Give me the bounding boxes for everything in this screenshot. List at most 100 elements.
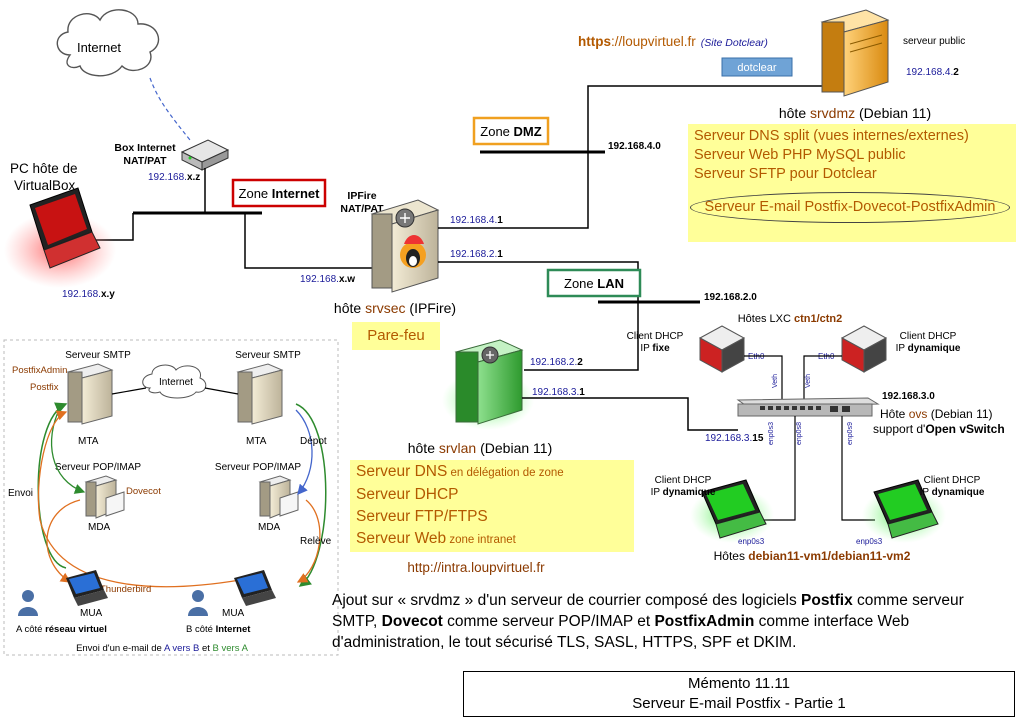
zone-internet-box [231,178,327,208]
description-paragraph: Ajout sur « srvdmz » d'un serveur de cou… [332,592,964,651]
dmz-service-3: Serveur SFTP pour Dotclear [694,166,877,182]
mail-mta-right: MTA [246,436,267,447]
laptop-red-icon [29,187,101,269]
lxc-right-l2: IP dynamique [896,343,961,354]
mta-left-server-icon [66,363,114,425]
mail-envoi: Envoi [8,488,33,499]
lan-ip2: 192.168.3.1 [532,387,585,398]
pc-host-line2: VirtualBox [14,178,76,193]
lan-services-box: Serveur DNS en délégation de zone Serveu… [350,460,634,552]
ovs-support: support d'Open vSwitch [873,422,1005,436]
box-internet-name: Box Internet [114,142,176,154]
dmz-ip: 192.168.4.2 [906,67,959,78]
lxc-container-left-icon [698,325,746,373]
mail-releve: Relève [300,536,332,547]
mail-depot: Dépot [300,436,327,447]
dmz-url: https://loupvirtuel.fr(Site Dotclear) [578,34,768,49]
intranet-url: http://intra.loupvirtuel.fr [407,560,545,575]
ipfire-server-icon [370,199,440,293]
mail-side-a: A côté réseau virtuel [16,624,107,635]
lxc-veth-left: Veth [772,374,779,388]
mail-pop-left: Serveur POP/IMAP [55,462,141,473]
vm2-port: enp0s3 [856,537,883,546]
mta-right-server-icon [236,363,284,425]
lan-service-2: Serveur DHCP [356,486,459,503]
vm1-port: enp0s3 [738,537,765,546]
internet-link [149,77,191,141]
mail-mua-right: MUA [222,608,245,619]
lxc-container-right-icon [840,325,888,373]
mail-mda-right: MDA [258,522,281,533]
mua-right-laptop-icon [234,570,276,606]
mda-left-server-icon [84,475,125,519]
ovs-port-3: enp0s9 [847,422,854,445]
ovs-switch-icon [736,397,880,417]
mail-smtp-right: Serveur SMTP [235,350,301,361]
lan-service-3: Serveur FTP/FTPS [356,508,488,525]
dmz-service-1: Serveur DNS split (vues internes/externe… [694,128,969,144]
lan-service-4: Serveur Web zone intranet [356,530,516,547]
ipfire-ip-dmz: 192.168.4.1 [450,215,503,226]
lan-network: 192.168.2.0 [704,292,757,303]
internet-cloud-icon [56,9,160,77]
mail-mua-left: MUA [80,608,103,619]
ovs-ip: 192.168.3.15 [705,433,764,444]
mail-flow-frame [3,339,339,656]
dmz-host: hôte srvdmz (Debian 11) [779,105,931,121]
lxc-veth-right: Veth [805,374,812,388]
pc-host-ip: 192.168.x.y [62,289,115,300]
memento-title: Serveur E-mail Postfix - Partie 1 [632,695,846,712]
dmz-server-icon [820,9,890,97]
box-internet-icon [180,139,230,171]
ipfire-ip-lan: 192.168.2.1 [450,249,503,260]
dmz-network: 192.168.4.0 [608,141,661,152]
zone-dmz-label: Zone DMZ [480,124,541,139]
ipfire-host: hôte srvsec (IPFire) [334,300,456,316]
dmz-mail-service: Serveur E-mail Postfix-Dovecot-PostfixAd… [690,192,1010,223]
vm1-client-l2: IP dynamique [651,487,716,498]
mail-smtp-left: Serveur SMTP [65,350,131,361]
vm1-laptop-icon [701,479,767,539]
mail-internet-cloud-icon [142,364,207,399]
mail-side-b: B côté Internet [186,624,251,635]
mail-mta-left: MTA [78,436,99,447]
vm1-client-l1: Client DHCP [655,475,712,486]
vm2-client-l1: Client DHCP [924,475,981,486]
firewall-role-label: Pare-feu [367,327,425,344]
dmz-mail-service-label: Serveur E-mail Postfix-Dovecot-PostfixAd… [704,199,996,215]
vm2-client-l2: IP dynamique [920,487,985,498]
lxc-right-l1: Client DHCP [900,331,957,342]
lan-service-1: Serveur DNS en délégation de zone [356,463,564,480]
dmz-services-box: Serveur DNS split (vues internes/externe… [688,124,1016,242]
lan-server-icon [454,339,524,425]
dotclear-logo-text: dotclear [737,62,776,74]
box-internet-nat: NAT/PAT [123,155,167,167]
pc-host-line1: PC hôte de [10,161,78,176]
mail-thunderbird: Thunderbird [100,584,151,595]
ovs-port-1: enp0s3 [768,422,775,445]
lan-host: hôte srvlan (Debian 11) [408,440,553,456]
mail-mda-left: MDA [88,522,111,533]
zone-dmz-box [472,116,550,146]
ipfire-nat: NAT/PAT [340,203,384,215]
mail-internet-label: Internet [159,377,193,388]
zone-lan-box [546,268,642,298]
memento-number: Mémento 11.11 [687,675,790,692]
box-internet-ip: 192.168.x.z [148,172,200,183]
user-a-icon [18,590,38,616]
mail-postfix: Postfix [30,382,59,393]
mail-dovecot: Dovecot [126,486,161,497]
mail-caption: Envoi d'un e-mail de A vers B et B vers … [76,643,249,654]
ovs-network: 192.168.3.0 [882,391,935,402]
user-b-icon [188,590,208,616]
dmz-service-2: Serveur Web PHP MySQL public [694,147,906,163]
mua-left-laptop-icon [66,570,108,606]
vms-hosts: Hôtes debian11-vm1/debian11-vm2 [714,549,911,563]
zone-internet-label: Zone Internet [239,186,321,201]
mail-postfixadmin: PostfixAdmin [12,365,67,376]
ipfire-ip-ext: 192.168.x.w [300,274,355,285]
dmz-public-label: serveur public [903,36,965,47]
mda-right-server-icon [258,475,299,519]
dotclear-logo [721,57,793,77]
